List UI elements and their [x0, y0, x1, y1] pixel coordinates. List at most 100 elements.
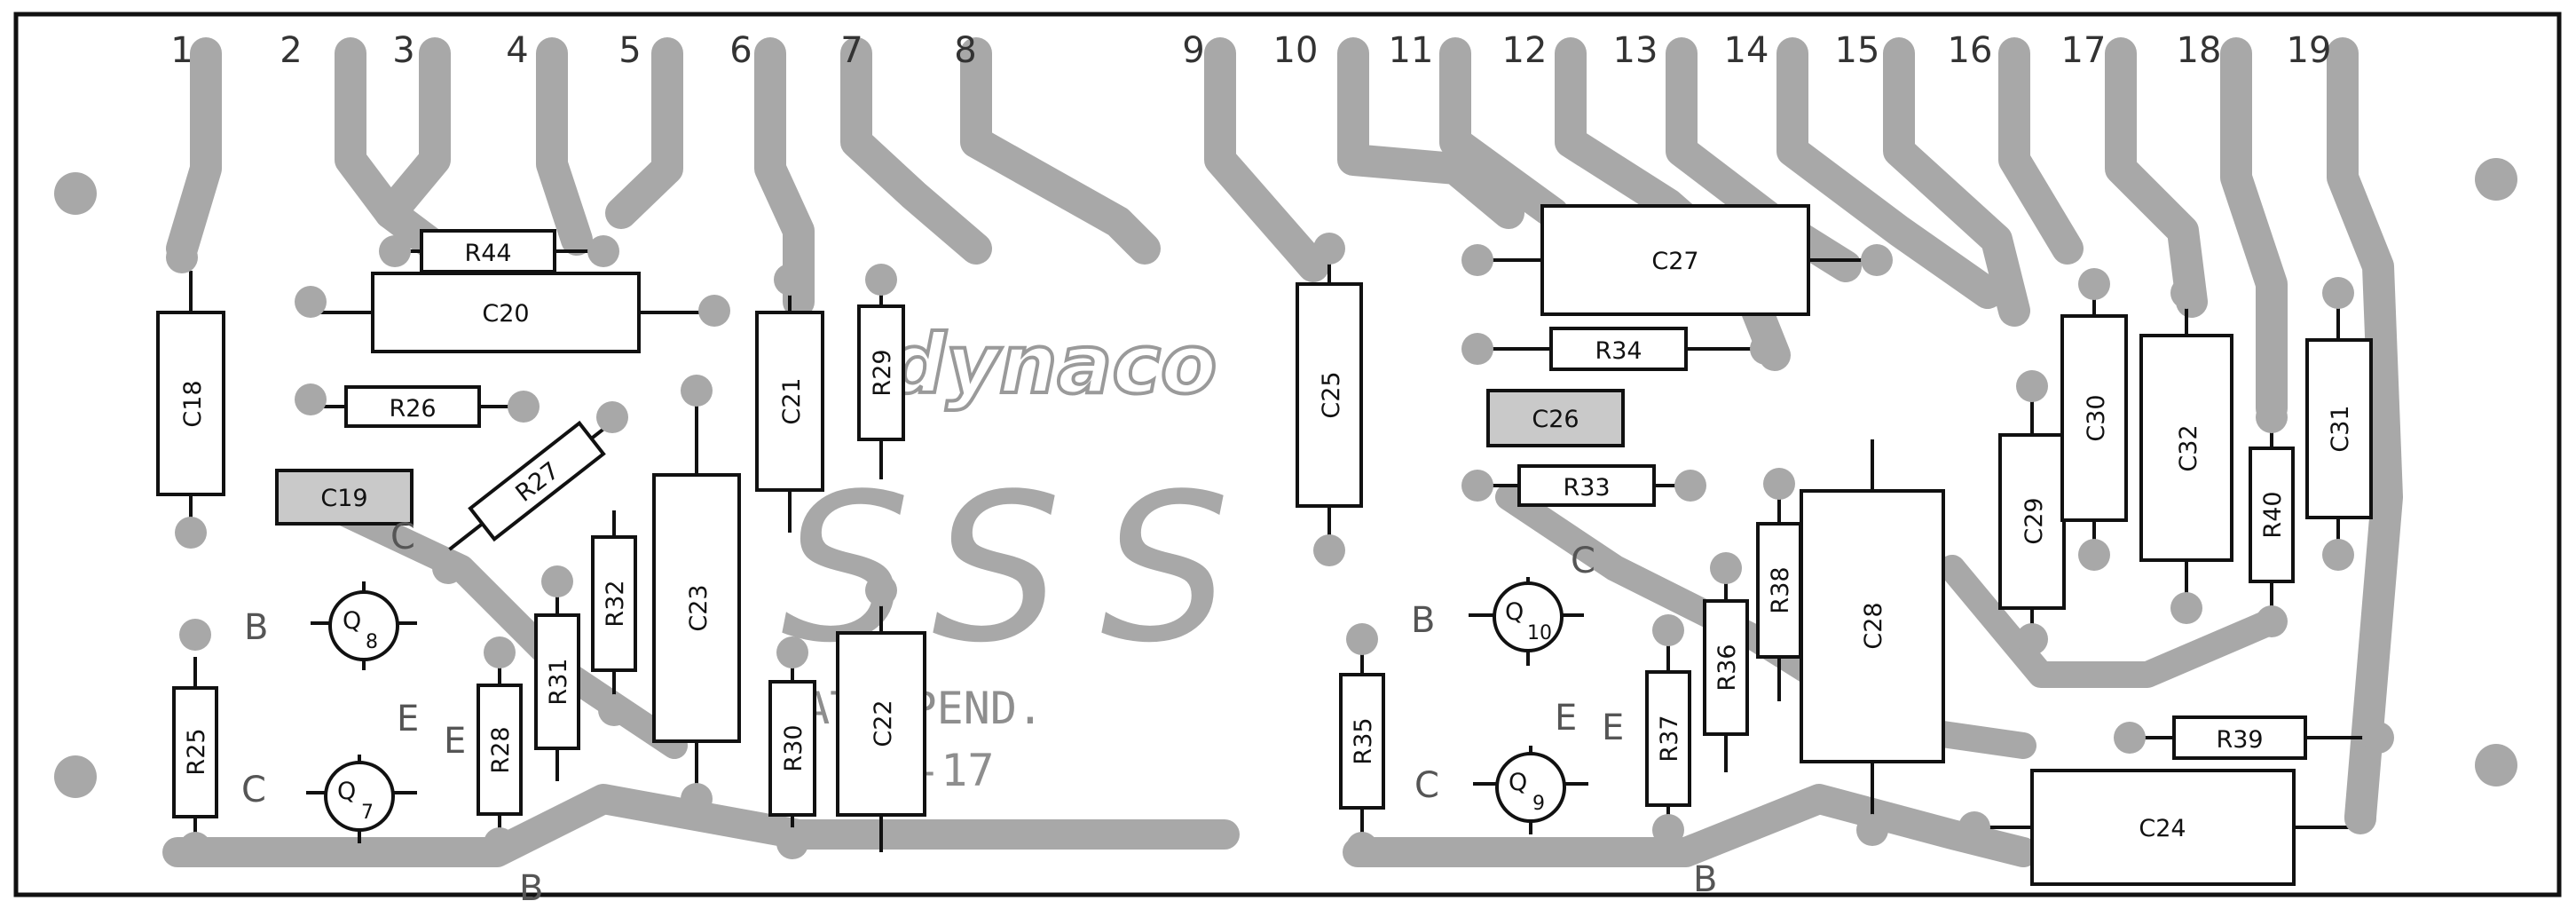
svg-text:R37: R37	[1656, 715, 1683, 762]
svg-text:7: 7	[361, 802, 374, 824]
mounting-hole-top-right	[2475, 158, 2517, 201]
resistor-R40: R40	[2249, 417, 2295, 621]
resistor-R30: R30	[768, 657, 816, 852]
capacitor-C29: C29	[1998, 386, 2066, 644]
svg-text:C28: C28	[1860, 602, 1887, 649]
svg-text:C29: C29	[2021, 497, 2048, 544]
capacitor-C19: C19	[275, 469, 414, 526]
resistor-R38: R38	[1756, 484, 1802, 701]
s-symbol-2: S	[932, 451, 1061, 688]
mounting-hole-bottom-left	[54, 755, 97, 798]
pin-number-14: 14	[1724, 30, 1769, 71]
svg-text:R26: R26	[389, 395, 436, 423]
terminal-b-q10: B	[1411, 600, 1435, 641]
resistor-R35: R35	[1339, 639, 1385, 852]
pin-number-3: 3	[392, 30, 414, 71]
svg-text:R39: R39	[2216, 726, 2263, 754]
trace-pin8	[960, 37, 1161, 265]
copper-traces	[162, 37, 2403, 867]
pin-number-17: 17	[2061, 30, 2107, 71]
svg-text:R31: R31	[545, 658, 572, 705]
svg-text:R34: R34	[1595, 337, 1642, 365]
trace-pin4	[536, 37, 593, 256]
resistor-R26: R26	[315, 385, 524, 428]
svg-text:R30: R30	[780, 724, 807, 771]
svg-text:R38: R38	[1767, 566, 1794, 613]
terminal-b-q7: B	[519, 868, 543, 909]
mounting-hole-bottom-right	[2475, 744, 2517, 786]
svg-text:R25: R25	[183, 728, 210, 775]
resistor-R28: R28	[477, 657, 523, 843]
pin-number-4: 4	[506, 30, 528, 71]
transistor-Q9: Q 9	[1473, 746, 1588, 834]
trace-pin16	[1998, 37, 2084, 265]
svg-text:R32: R32	[602, 580, 629, 627]
capacitor-C31: C31	[2305, 293, 2373, 555]
trace-pin1	[166, 37, 222, 265]
svg-text:R29: R29	[869, 349, 896, 396]
resistor-R31: R31	[534, 586, 580, 781]
transistor-Q8: Q 8	[311, 581, 417, 670]
trace-right-loop	[1939, 555, 2285, 688]
trace-pin6	[754, 37, 815, 318]
pin-numbers: 1 2 3 4 5 6 7 8 9 10 11 12 13 14 15 16 1…	[170, 30, 2331, 71]
pin-number-19: 19	[2287, 30, 2332, 71]
terminal-c-q7: C	[241, 770, 266, 810]
svg-text:C21: C21	[778, 377, 806, 424]
trace-pin17	[2105, 37, 2208, 318]
svg-text:8: 8	[366, 631, 378, 653]
pin-number-1: 1	[170, 30, 193, 71]
svg-text:C32: C32	[2175, 424, 2202, 471]
svg-text:C22: C22	[870, 700, 897, 747]
pin-number-10: 10	[1273, 30, 1319, 71]
trace-pin10	[1337, 37, 1524, 229]
capacitor-C18: C18	[156, 271, 225, 541]
resistor-R39: R39	[2130, 715, 2378, 760]
terminal-b-q9: B	[1693, 859, 1717, 900]
pin-number-16: 16	[1948, 30, 1993, 71]
svg-text:C25: C25	[1318, 371, 1345, 418]
svg-text:Q: Q	[1509, 769, 1527, 796]
pin-number-18: 18	[2177, 30, 2222, 71]
trace-pin9	[1204, 37, 1329, 282]
resistor-R25: R25	[172, 657, 218, 852]
pin-number-8: 8	[954, 30, 976, 71]
mounting-hole-top-left	[54, 172, 97, 215]
svg-text:C24: C24	[2139, 815, 2186, 842]
svg-text:R40: R40	[2259, 491, 2287, 538]
svg-text:C18: C18	[179, 380, 207, 427]
pin-number-6: 6	[729, 30, 752, 71]
capacitor-C21: C21	[755, 284, 824, 533]
capacitor-C24: C24	[1974, 769, 2360, 886]
svg-text:C26: C26	[1532, 406, 1579, 433]
trace-pin18	[2220, 37, 2288, 424]
capacitor-C26: C26	[1486, 389, 1625, 447]
trace-pin15	[1883, 37, 2030, 327]
svg-text:C31: C31	[2327, 405, 2354, 452]
capacitor-C30: C30	[2060, 284, 2128, 559]
resistor-R37: R37	[1645, 630, 1691, 834]
terminal-e-q7: E	[444, 721, 466, 762]
trace-pin7	[840, 37, 992, 265]
terminal-e-q8: E	[397, 699, 419, 739]
resistor-R34: R34	[1477, 327, 1766, 371]
terminal-labels: B C E C E B B C E C E B	[241, 517, 1717, 909]
trace-pin14	[1776, 37, 2004, 309]
mounting-holes	[54, 158, 2517, 798]
svg-text:R44: R44	[464, 240, 511, 267]
capacitor-C20: C20	[311, 272, 714, 353]
svg-text:C20: C20	[482, 300, 529, 328]
svg-text:Q: Q	[343, 607, 361, 635]
svg-text:R28: R28	[487, 726, 515, 773]
s-symbol-3: S	[1100, 451, 1230, 688]
terminal-c-q8: C	[390, 517, 415, 557]
svg-text:R33: R33	[1563, 474, 1610, 502]
svg-text:C23: C23	[685, 584, 713, 631]
terminal-c-q10: C	[1571, 541, 1595, 581]
capacitor-C25: C25	[1296, 249, 1363, 550]
svg-text:C30: C30	[2083, 394, 2110, 441]
resistor-R32: R32	[591, 510, 637, 719]
svg-text:10: 10	[1527, 622, 1552, 644]
svg-text:R35: R35	[1350, 717, 1377, 764]
